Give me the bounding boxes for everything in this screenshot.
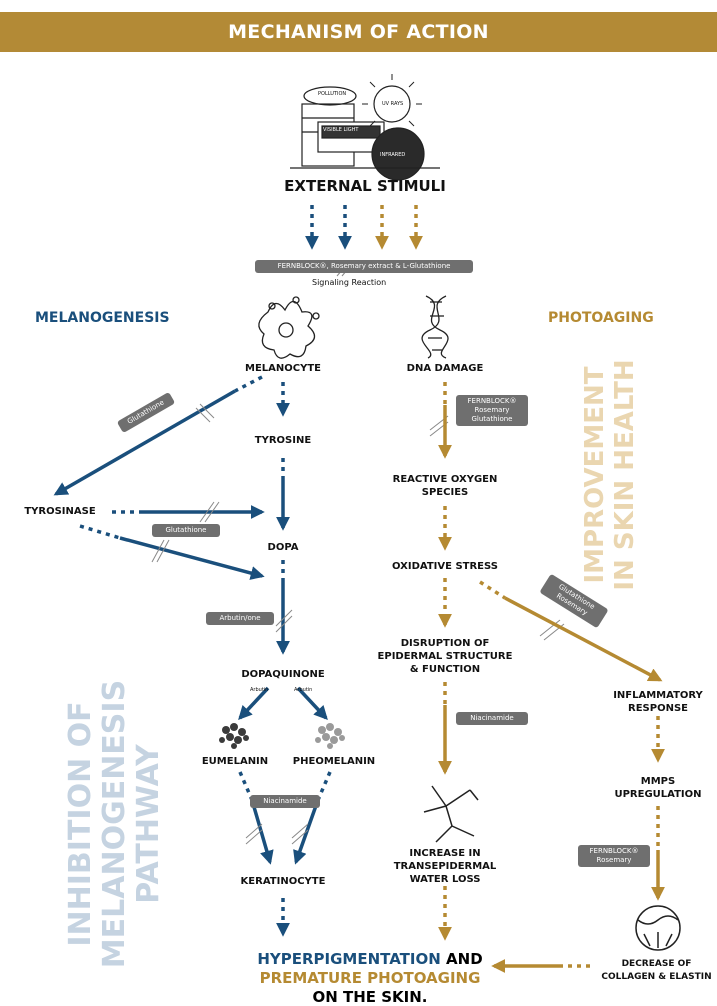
- fernblock-chip-2-line-2: Rosemary: [596, 856, 632, 864]
- eumelanin-label: EUMELANIN: [201, 756, 269, 767]
- inhibition-line-1: INHIBITION OF: [63, 701, 98, 947]
- disruption-line-3: & FUNCTION: [409, 664, 481, 675]
- final-on-skin: ON THE SKIN.: [312, 988, 428, 1006]
- fernblock-chip-2: FERNBLOCK® Rosemary: [578, 845, 650, 867]
- tewl-line-2: TRANSEPIDERMAL: [393, 861, 497, 872]
- pollution-label: POLLUTION: [318, 91, 347, 97]
- inhibition-line-2: MELANOGENESIS: [97, 679, 132, 969]
- ros-line-1: REACTIVE OXYGEN: [392, 474, 498, 485]
- oxidative-stress-label: OXIDATIVE STRESS: [392, 561, 498, 572]
- pheomelanin-label: PHEOMELANIN: [292, 756, 376, 767]
- fernblock-chip-1-line-3: Glutathione: [471, 415, 513, 423]
- signaling-caption: Signaling Reaction: [312, 278, 387, 287]
- final-and: AND: [446, 950, 483, 968]
- fernblock-chip-2-line-1: FERNBLOCK®: [589, 847, 639, 855]
- ros-line-2: SPECIES: [421, 487, 469, 498]
- dopa-label: DOPA: [267, 542, 299, 553]
- dna-damage-label: DNA DAMAGE: [406, 363, 484, 374]
- stimuli-icon: [290, 74, 440, 181]
- inhibition-line-3: PATHWAY: [131, 744, 166, 904]
- eumelanin-icon: [219, 723, 249, 749]
- mmps-line-2: UPREGULATION: [614, 789, 702, 800]
- arbutin-chip: Arbutin/one: [206, 612, 274, 625]
- keratinocyte-label: KERATINOCYTE: [240, 876, 326, 887]
- uv-rays-label: UV RAYS: [382, 101, 404, 107]
- dopaquinone-label: DOPAQUINONE: [241, 669, 325, 680]
- tewl-line-3: WATER LOSS: [409, 874, 481, 885]
- final-line-1: HYPERPIGMENTATION AND: [240, 950, 500, 969]
- mmps-line-1: MMPS: [640, 776, 676, 787]
- glutathione-chip-2: Glutathione: [152, 524, 220, 537]
- collagen-line-1: DECREASE OF: [621, 959, 692, 969]
- signaling-chip: FERNBLOCK®, Rosemary extract & L-Glutath…: [255, 260, 473, 273]
- collagen-line-2: COLLAGEN & ELASTIN: [601, 972, 712, 982]
- fernblock-chip-1-line-2: Rosemary: [474, 406, 510, 414]
- tewl-label: INCREASE IN TRANSEPIDERMAL WATER LOSS: [380, 847, 510, 886]
- arbutin-small-left: Arbutin: [250, 687, 269, 693]
- fernblock-chip-1-line-1: FERNBLOCK®: [467, 397, 517, 405]
- tewl-line-1: INCREASE IN: [409, 848, 481, 859]
- inflammatory-line-2: RESPONSE: [628, 703, 688, 714]
- niacinamide-chip-left: Niacinamide: [250, 795, 320, 808]
- final-outcome: HYPERPIGMENTATION AND PREMATURE PHOTOAGI…: [240, 950, 500, 1006]
- tyrosinase-label: TYROSINASE: [24, 506, 96, 517]
- final-hyperpigmentation: HYPERPIGMENTATION: [257, 950, 441, 968]
- final-photoaging: PREMATURE PHOTOAGING: [259, 969, 481, 987]
- photoaging-heading: PHOTOAGING: [548, 310, 654, 326]
- mmps-label: MMPS UPREGULATION: [602, 775, 714, 801]
- dna-icon: [421, 295, 449, 359]
- collagen-label: DECREASE OF COLLAGEN & ELASTIN: [596, 958, 717, 984]
- melanocyte-label: MELANOCYTE: [245, 363, 321, 374]
- disruption-label: DISRUPTION OF EPIDERMAL STRUCTURE & FUNC…: [370, 637, 520, 676]
- inhibition-vertical-title: INHIBITION OF MELANOGENESIS PATHWAY: [63, 659, 166, 989]
- improvement-line-1: IMPROVEMENT: [580, 366, 610, 584]
- disruption-line-1: DISRUPTION OF: [400, 638, 490, 649]
- external-stimuli-label: EXTERNAL STIMULI: [284, 177, 446, 195]
- cracked-skin-icon: [423, 785, 479, 843]
- niacinamide-chip-right: Niacinamide: [456, 712, 528, 725]
- banner-title: MECHANISM OF ACTION: [0, 12, 717, 52]
- melanocyte-icon: [258, 296, 320, 359]
- improvement-vertical-title: IMPROVEMENT IN SKIN HEALTH: [580, 345, 640, 605]
- fernblock-chip-1: FERNBLOCK® Rosemary Glutathione: [456, 395, 528, 426]
- melanogenesis-heading: MELANOGENESIS: [35, 310, 170, 326]
- inflammatory-line-1: INFLAMMATORY: [613, 690, 703, 701]
- ros-label: REACTIVE OXYGEN SPECIES: [380, 473, 510, 499]
- visible-light-label: VISIBLE LIGHT: [323, 127, 359, 133]
- arbutin-small-right: Arbutin: [294, 687, 313, 693]
- collagen-icon: [635, 905, 681, 951]
- infrared-label: INFRARED: [380, 152, 406, 158]
- inflammatory-label: INFLAMMATORY RESPONSE: [602, 689, 714, 715]
- pheomelanin-icon: [315, 723, 345, 749]
- tyrosine-label: TYROSINE: [254, 435, 312, 446]
- disruption-line-2: EPIDERMAL STRUCTURE: [377, 651, 513, 662]
- improvement-line-2: IN SKIN HEALTH: [610, 359, 640, 591]
